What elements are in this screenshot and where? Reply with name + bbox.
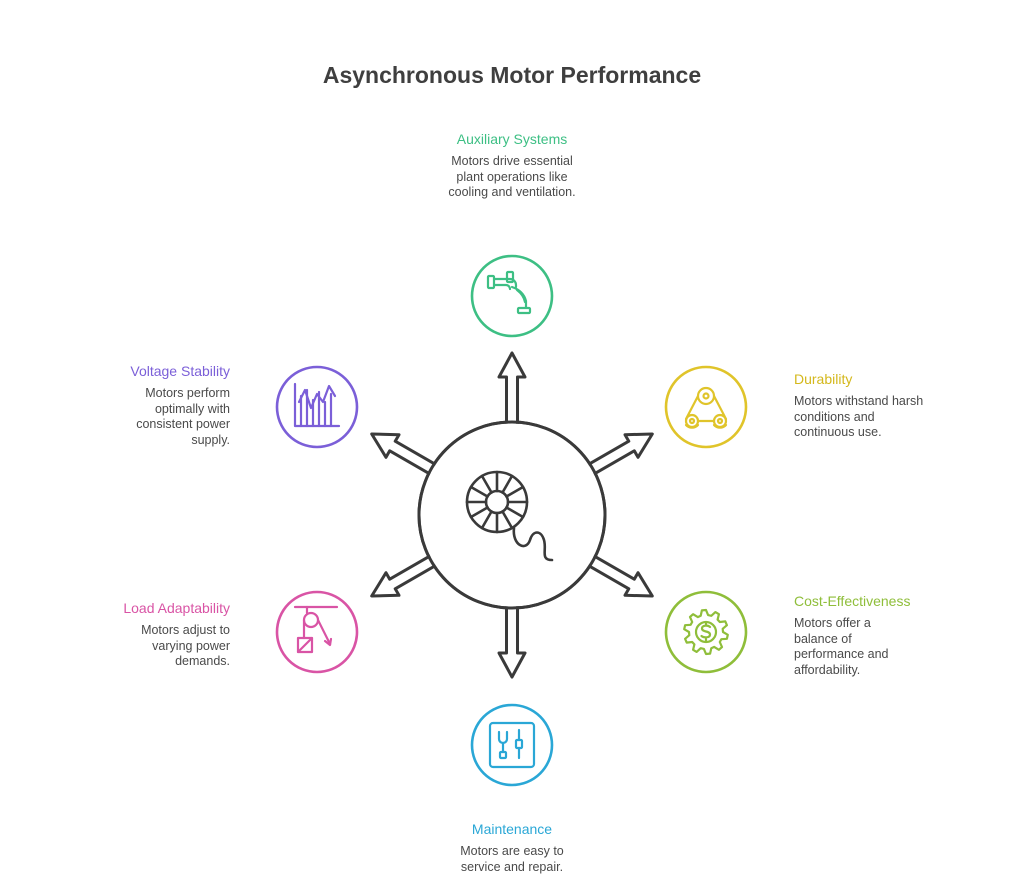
item-circle-auxiliary bbox=[470, 254, 554, 338]
item-circle-load bbox=[275, 590, 359, 674]
coil-spoke bbox=[469, 485, 489, 498]
label-auxiliary: Auxiliary Systems Motors drive essential… bbox=[412, 131, 612, 201]
label-cost-title: Cost-Effectiveness bbox=[794, 593, 911, 609]
label-auxiliary-title: Auxiliary Systems bbox=[456, 131, 568, 147]
label-load-title: Load Adaptability bbox=[123, 600, 230, 616]
label-durability-title: Durability bbox=[794, 371, 853, 387]
coil-spoke bbox=[480, 510, 493, 530]
item-circle-voltage bbox=[275, 365, 359, 449]
coil-spoke bbox=[505, 485, 525, 498]
label-auxiliary-desc: Motors drive essential plant operations … bbox=[448, 154, 576, 199]
label-load: Load Adaptability Motors adjust to varyi… bbox=[30, 600, 230, 670]
pipe-icon bbox=[486, 270, 532, 315]
label-voltage-title: Voltage Stability bbox=[130, 363, 230, 379]
hub-ring bbox=[417, 420, 607, 610]
coil-spoke bbox=[480, 474, 493, 494]
label-durability: Durability Motors withstand harsh condit… bbox=[794, 371, 994, 441]
voltage-chart-icon bbox=[293, 382, 341, 428]
motor-coil-icon bbox=[465, 470, 554, 562]
coil-spoke bbox=[469, 506, 489, 519]
dollar-gear-icon bbox=[683, 608, 729, 656]
hub-fill bbox=[420, 423, 604, 607]
label-durability-desc: Motors withstand harsh conditions and co… bbox=[794, 394, 924, 439]
pulley-load-icon bbox=[293, 605, 339, 654]
item-circle-maintenance bbox=[470, 703, 554, 787]
belt-gear-icon bbox=[684, 386, 728, 429]
coil-spoke bbox=[501, 474, 514, 494]
label-cost: Cost-Effectiveness Motors offer a balanc… bbox=[794, 593, 994, 678]
coil-spoke bbox=[505, 506, 525, 519]
item-circle-durability bbox=[664, 365, 748, 449]
coil-spoke bbox=[501, 510, 514, 530]
hub-arrows bbox=[370, 351, 654, 679]
wrench-panel-icon bbox=[488, 721, 536, 769]
label-voltage-desc: Motors perform optimally with consistent… bbox=[136, 386, 230, 447]
label-voltage: Voltage Stability Motors perform optimal… bbox=[30, 363, 230, 448]
label-cost-desc: Motors offer a balance of performance an… bbox=[794, 616, 889, 677]
label-maintenance-title: Maintenance bbox=[471, 821, 553, 837]
label-load-desc: Motors adjust to varying power demands. bbox=[141, 623, 230, 668]
page-title: Asynchronous Motor Performance bbox=[322, 62, 702, 88]
label-maintenance: Maintenance Motors are easy to service a… bbox=[412, 821, 612, 875]
label-maintenance-desc: Motors are easy to service and repair. bbox=[460, 844, 564, 874]
